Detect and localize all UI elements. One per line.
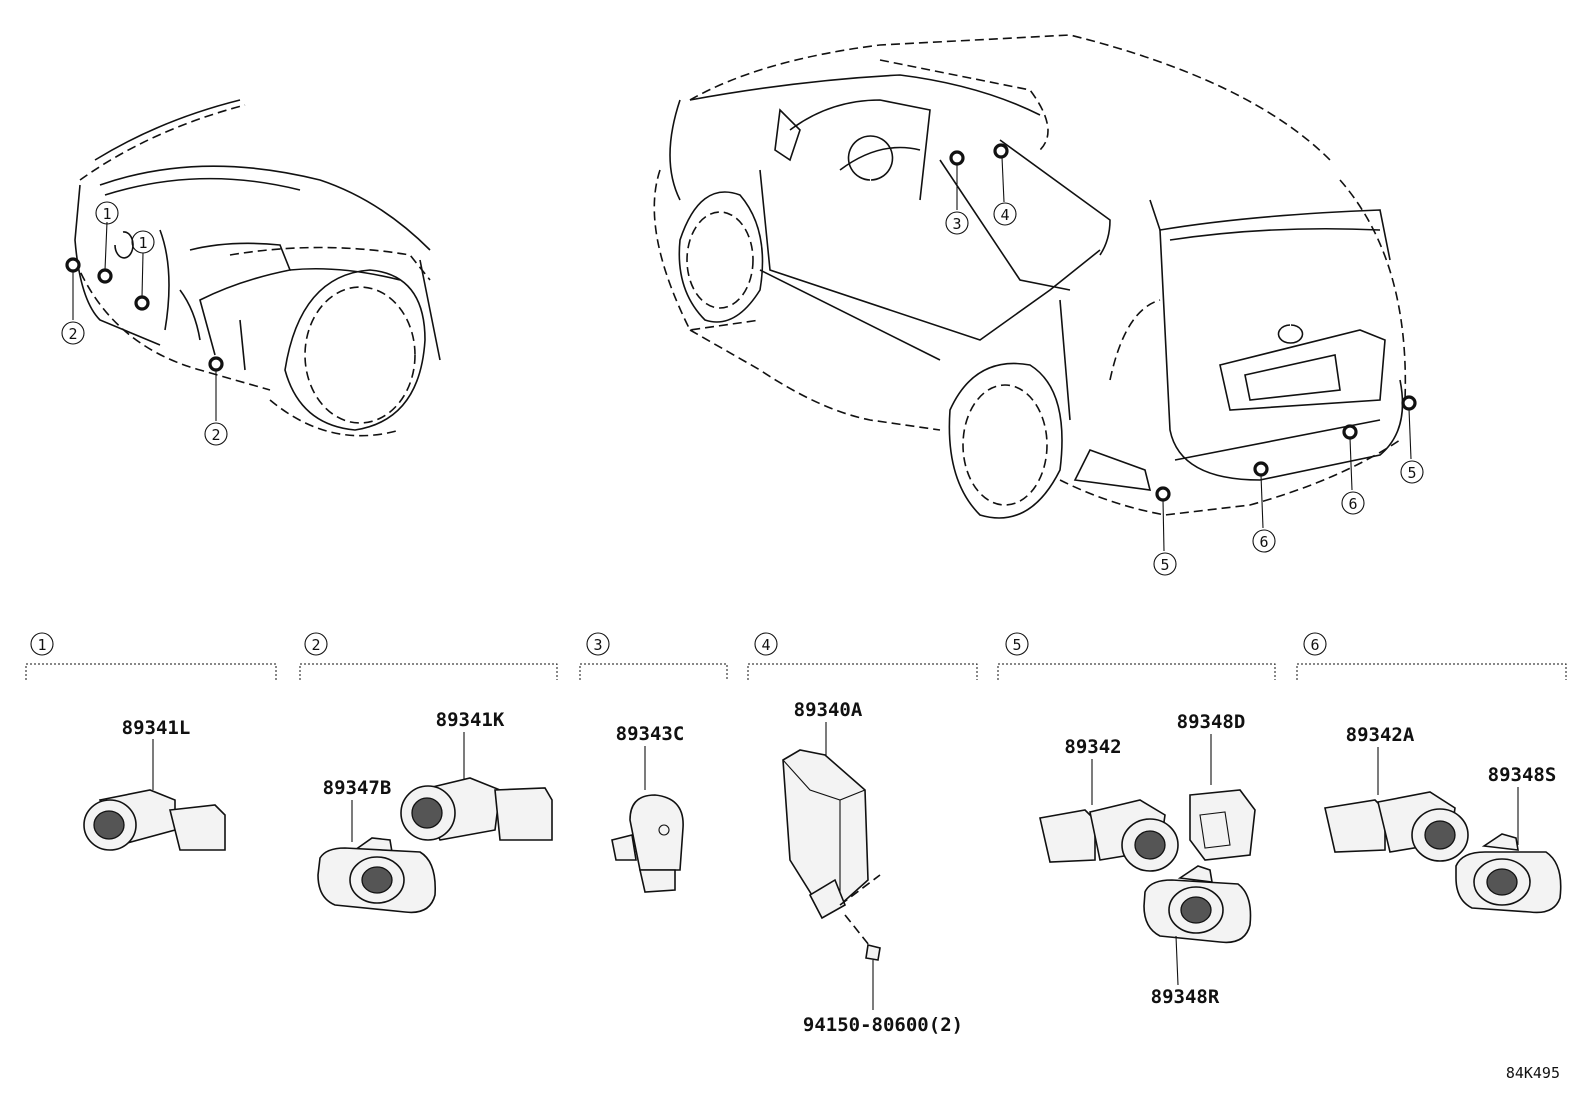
group-header-3: 3 <box>579 632 728 680</box>
part-89341L: 89341L <box>83 717 226 851</box>
rear-sensor-markers <box>949 143 1417 552</box>
part-94150-80600: 94150-80600(2) <box>803 944 963 1036</box>
diagram-callout-4: 4 <box>993 202 1017 226</box>
part-89340A: 89340A <box>782 699 881 951</box>
group-header-2: 2 <box>299 632 558 680</box>
svg-text:4: 4 <box>761 636 770 654</box>
svg-text:89341L: 89341L <box>122 717 191 739</box>
svg-text:94150-80600(2): 94150-80600(2) <box>803 1014 963 1036</box>
svg-text:89342A: 89342A <box>1346 724 1415 746</box>
svg-text:5: 5 <box>1160 556 1169 574</box>
svg-text:89341K: 89341K <box>436 709 505 731</box>
svg-text:6: 6 <box>1310 636 1319 654</box>
part-89343C: 89343C <box>611 723 685 893</box>
svg-text:89348D: 89348D <box>1177 711 1246 733</box>
diagram-callout-5a: 5 <box>1153 552 1177 576</box>
part-89342A: 89342A <box>1324 724 1469 862</box>
svg-text:5: 5 <box>1407 464 1416 482</box>
group-header-4: 4 <box>747 632 978 680</box>
svg-text:1: 1 <box>102 205 111 223</box>
svg-text:89348S: 89348S <box>1488 764 1557 786</box>
part-89348R: 89348R <box>1143 865 1252 1008</box>
diagram-callout-6b: 6 <box>1341 491 1365 515</box>
diagram-callout-2b: 2 <box>204 422 228 446</box>
diagram-code: 84K495 <box>1506 1064 1560 1082</box>
svg-text:1: 1 <box>138 234 147 252</box>
group-header-5: 5 <box>997 632 1276 680</box>
svg-text:3: 3 <box>593 636 602 654</box>
svg-text:2: 2 <box>211 426 220 444</box>
svg-text:6: 6 <box>1259 533 1268 551</box>
diagram-callout-3: 3 <box>945 211 969 235</box>
rear-vehicle-illustration <box>653 34 1407 519</box>
svg-text:89347B: 89347B <box>323 777 392 799</box>
svg-text:1: 1 <box>37 636 46 654</box>
svg-text:89348R: 89348R <box>1151 986 1220 1008</box>
part-89342: 89342 <box>1039 736 1179 872</box>
front-sensor-markers <box>65 221 224 421</box>
svg-text:3: 3 <box>952 215 961 233</box>
diagram-callout-1b: 1 <box>131 230 155 254</box>
part-89347B: 89347B <box>317 777 437 914</box>
svg-text:4: 4 <box>1000 206 1009 224</box>
svg-text:89343C: 89343C <box>616 723 685 745</box>
group-header-6: 6 <box>1296 632 1567 680</box>
part-89348D: 89348D <box>1177 711 1256 861</box>
svg-text:2: 2 <box>311 636 320 654</box>
svg-text:89342: 89342 <box>1064 736 1121 758</box>
part-89341K: 89341K <box>400 709 553 841</box>
group-header-1: 1 <box>25 632 277 680</box>
diagram-callout-6a: 6 <box>1252 529 1276 553</box>
front-vehicle-illustration <box>74 99 441 437</box>
diagram-callout-5b: 5 <box>1400 460 1424 484</box>
svg-text:6: 6 <box>1348 495 1357 513</box>
part-89348S: 89348S <box>1455 764 1562 914</box>
svg-text:2: 2 <box>68 325 77 343</box>
svg-text:89340A: 89340A <box>794 699 863 721</box>
svg-text:5: 5 <box>1012 636 1021 654</box>
diagram-callout-1a: 1 <box>95 201 119 225</box>
diagram-callout-2a: 2 <box>61 321 85 345</box>
